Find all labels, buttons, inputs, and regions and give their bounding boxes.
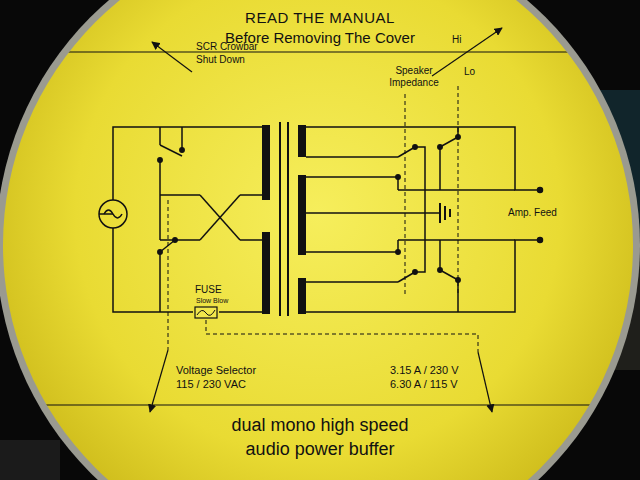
fuse-label: FUSE <box>195 284 222 296</box>
yellow-label <box>3 0 633 480</box>
callout-text: SCR Crowbar Shut Down <box>196 40 268 66</box>
callout-text: Speaker Impedance <box>383 65 445 89</box>
warning-title: READ THE MANUAL <box>160 9 480 27</box>
switch-position: Lo <box>464 66 475 78</box>
fuse-type: Slow Blow <box>196 297 228 305</box>
product-caption: dual mono high speed audio power buffer <box>210 413 430 461</box>
switch-position: Hi <box>452 34 461 46</box>
schematic <box>0 28 640 412</box>
output-label: Amp. Feed <box>508 207 557 219</box>
fuse-rating: 3.15 A / 230 V 6.30 A / 115 V <box>390 363 476 391</box>
callout-text: Voltage Selector 115 / 230 VAC <box>176 363 272 391</box>
